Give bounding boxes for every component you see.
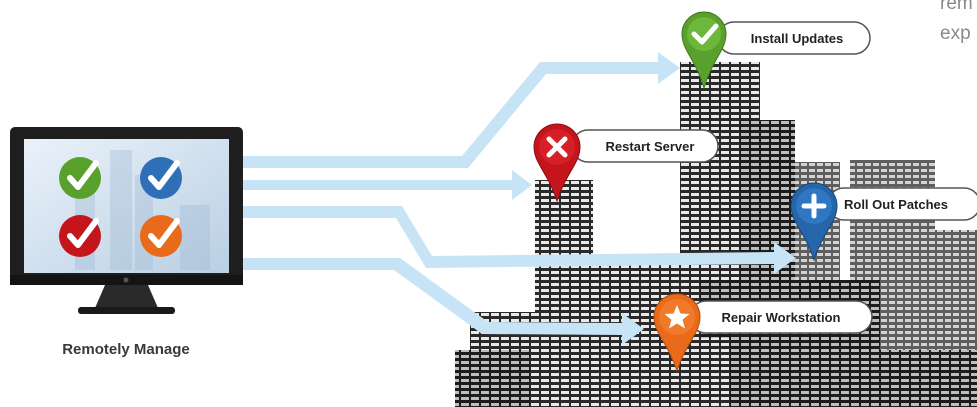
monitor-status-tiles [59,157,182,257]
monitor-caption: Remotely Manage [62,341,190,358]
pin-label: Install Updates [751,31,843,46]
pin-install-updates: Install Updates [681,11,871,90]
connector-arrows [243,52,796,345]
monitor: Remotely Manage [10,127,243,358]
check-icon [691,23,719,45]
arrow-roll-out-patches [243,206,796,274]
pin-label: Roll Out Patches [844,197,948,212]
x-icon [546,136,568,158]
arrow-install-updates [243,52,680,168]
monitor-base [78,307,175,314]
plus-icon [801,193,827,219]
arrow-repair-workstation [243,258,644,345]
side-text-line-2: exp [940,24,971,43]
monitor-screen [24,139,229,273]
pin-restart-server: Restart Server [533,123,719,203]
pin-label: Restart Server [606,139,695,154]
side-text-line-1: rem [940,0,973,13]
pin-repair-workstation: Repair Workstation [653,293,873,373]
building [530,338,730,407]
pin-roll-out-patches: Roll Out Patches [790,182,977,262]
star-icon [664,305,690,329]
monitor-stand [95,285,158,308]
power-light [123,277,129,283]
arrow-restart-server [243,170,532,200]
city-skyline [455,62,977,407]
pin-label: Repair Workstation [722,310,841,325]
